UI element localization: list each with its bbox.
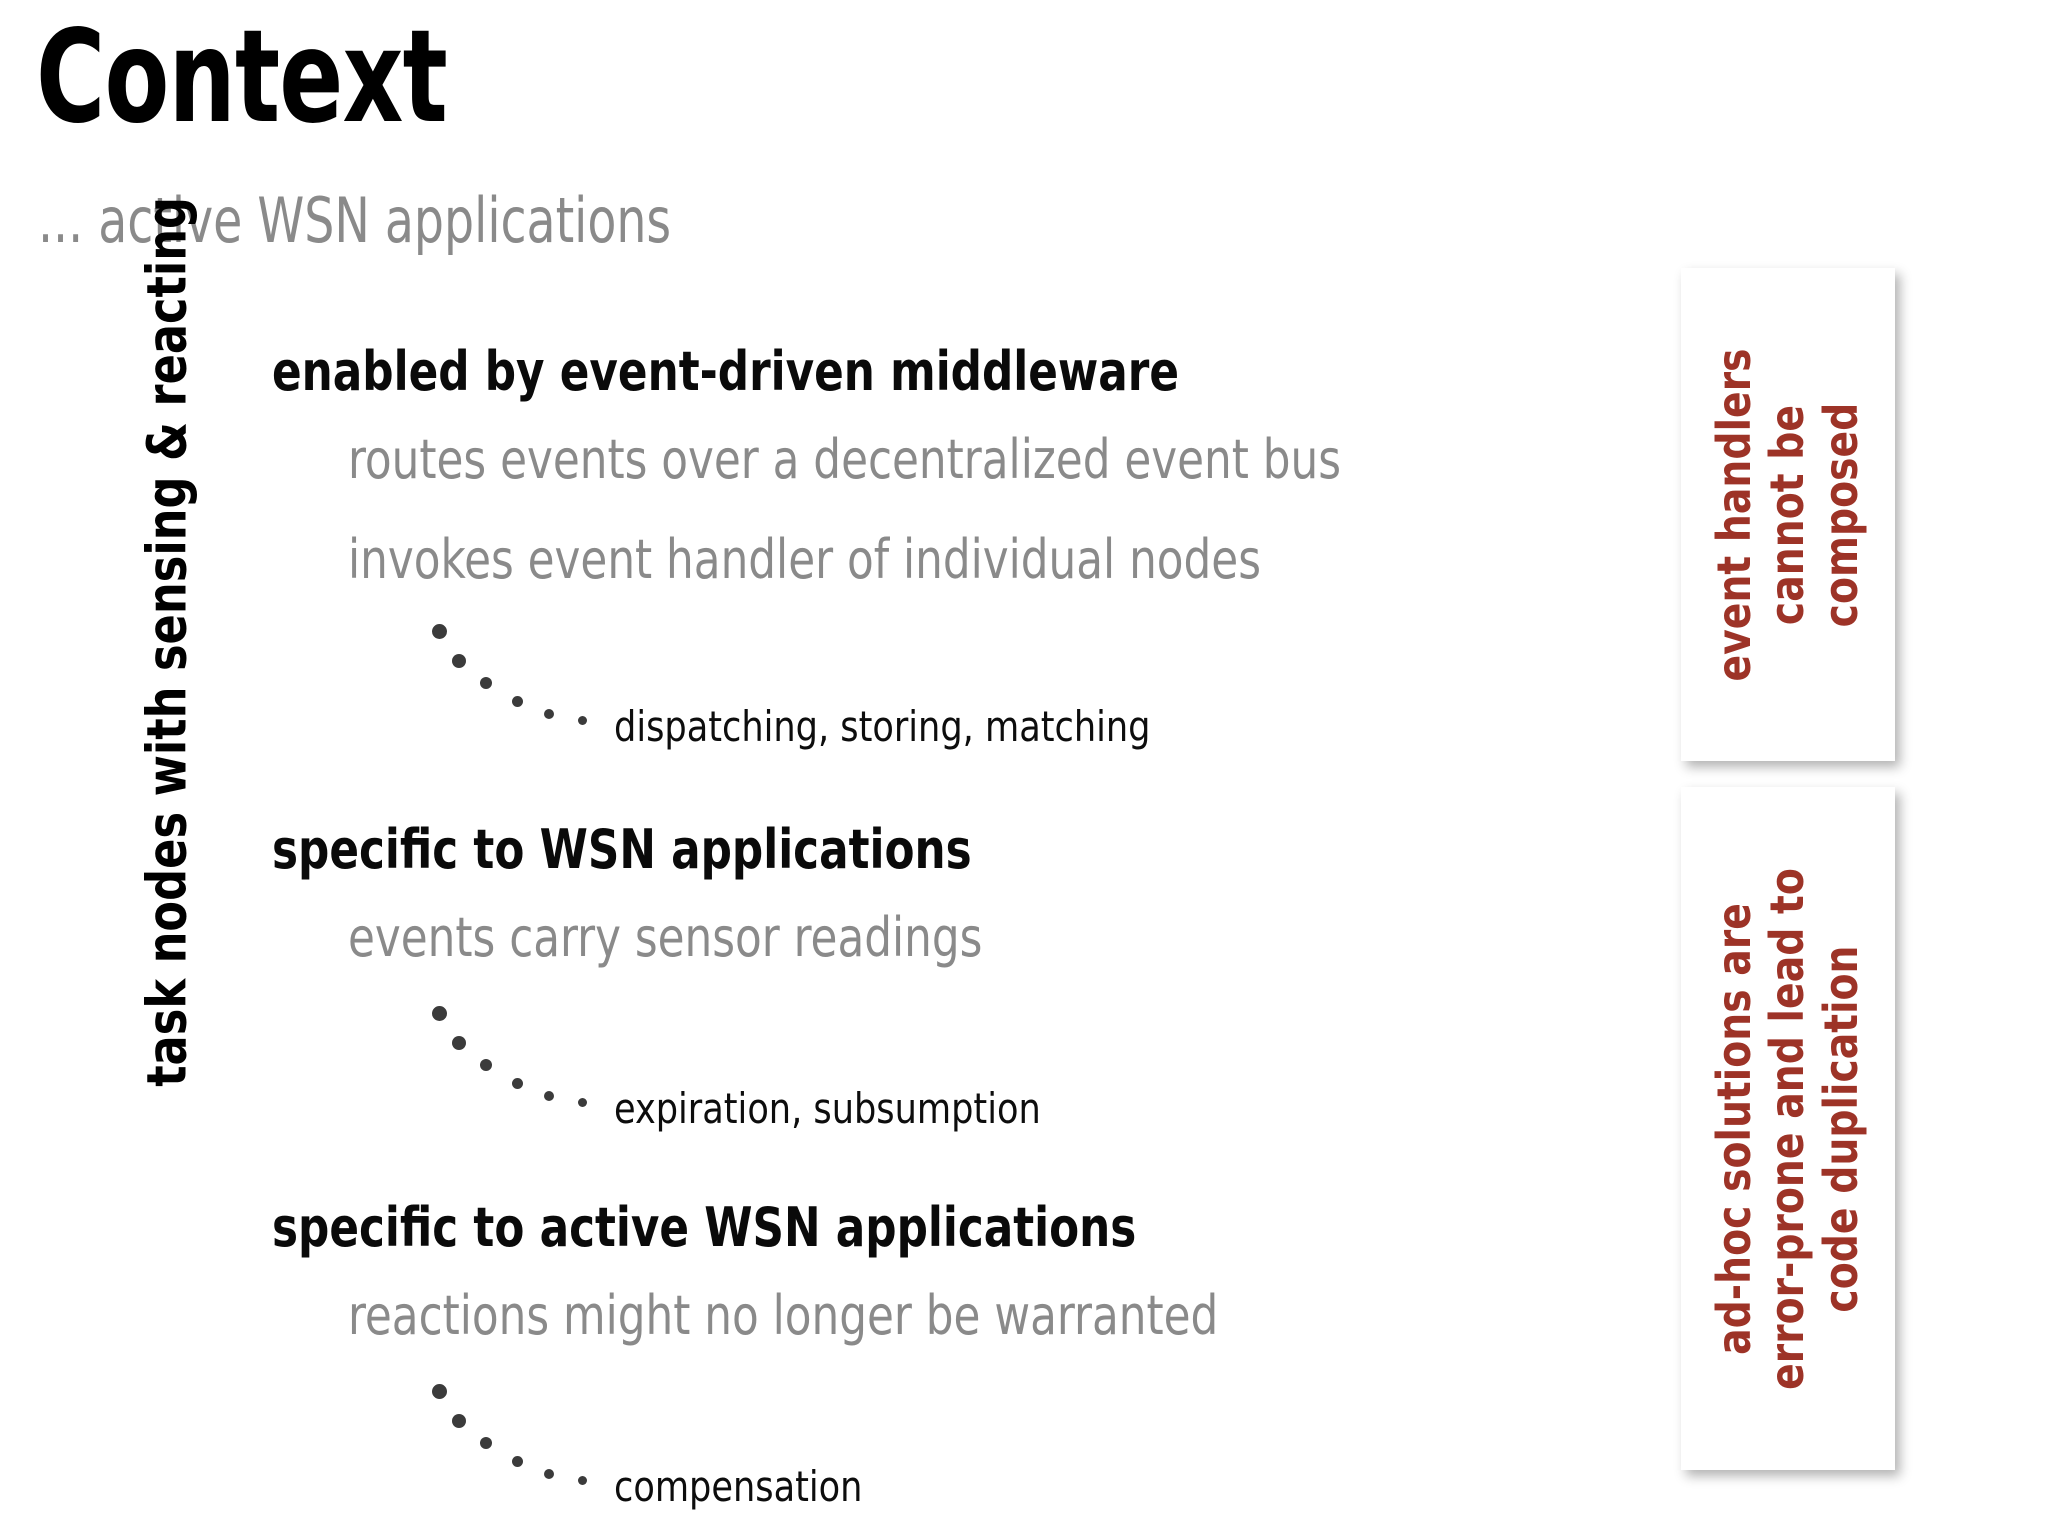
callout-1-line-1: event handlers [1706, 347, 1761, 682]
trail-dot [432, 1384, 447, 1399]
trail-dot [480, 677, 492, 689]
trail-dot [480, 1059, 492, 1071]
trail-dot [432, 1006, 447, 1021]
trail-dot [544, 1091, 554, 1101]
trail-dot [578, 1476, 587, 1485]
trail-dot [452, 1036, 466, 1050]
section-2-subline-1: events carry sensor readings [348, 906, 983, 969]
callout-box-1-text: event handlers cannot be composed [1706, 280, 1868, 750]
trail-dot [480, 1437, 492, 1449]
section-3-leaf: compensation [614, 1462, 863, 1511]
section-3-dot-trail [430, 1384, 680, 1494]
trail-dot [512, 696, 523, 707]
callout-1-line-2: cannot be [1760, 404, 1815, 625]
trail-dot [512, 1456, 523, 1467]
page-title: Context [36, 3, 448, 152]
callout-2-line-2: error-prone and lead to [1760, 867, 1815, 1390]
callout-box-1: event handlers cannot be composed [1681, 268, 1895, 761]
trail-dot [452, 1414, 466, 1428]
trail-dot [544, 1469, 554, 1479]
callout-2-line-3: code duplication [1813, 944, 1868, 1313]
section-1-subline-1: routes events over a decentralized event… [348, 428, 1342, 491]
trail-dot [452, 654, 466, 668]
trail-dot [578, 1098, 587, 1107]
section-1-dot-trail [430, 624, 680, 734]
section-3-subline-1: reactions might no longer be warranted [348, 1284, 1219, 1347]
trail-dot [578, 716, 587, 725]
bullet-outline: enabled by event-driven middleware route… [272, 340, 1341, 1511]
callout-1-line-3: composed [1813, 402, 1868, 627]
section-1-subline-2: invokes event handler of individual node… [348, 528, 1261, 591]
section-1-heading: enabled by event-driven middleware [272, 340, 1180, 403]
trail-dot [432, 624, 447, 639]
callout-box-2: ad-hoc solutions are error-prone and lea… [1681, 787, 1895, 1470]
callout-box-2-text: ad-hoc solutions are error-prone and lea… [1706, 799, 1868, 1459]
section-2-dot-trail [430, 1006, 680, 1116]
section-3-heading: specific to active WSN applications [272, 1196, 1137, 1259]
section-2-leaf: expiration, subsumption [614, 1084, 1041, 1133]
section-1-leaf: dispatching, storing, matching [614, 702, 1151, 751]
page-subtitle: ... active WSN applications [38, 184, 672, 257]
section-2-heading: specific to WSN applications [272, 818, 972, 881]
callout-2-line-1: ad-hoc solutions are [1706, 902, 1761, 1355]
trail-dot [544, 709, 554, 719]
trail-dot [512, 1078, 523, 1089]
